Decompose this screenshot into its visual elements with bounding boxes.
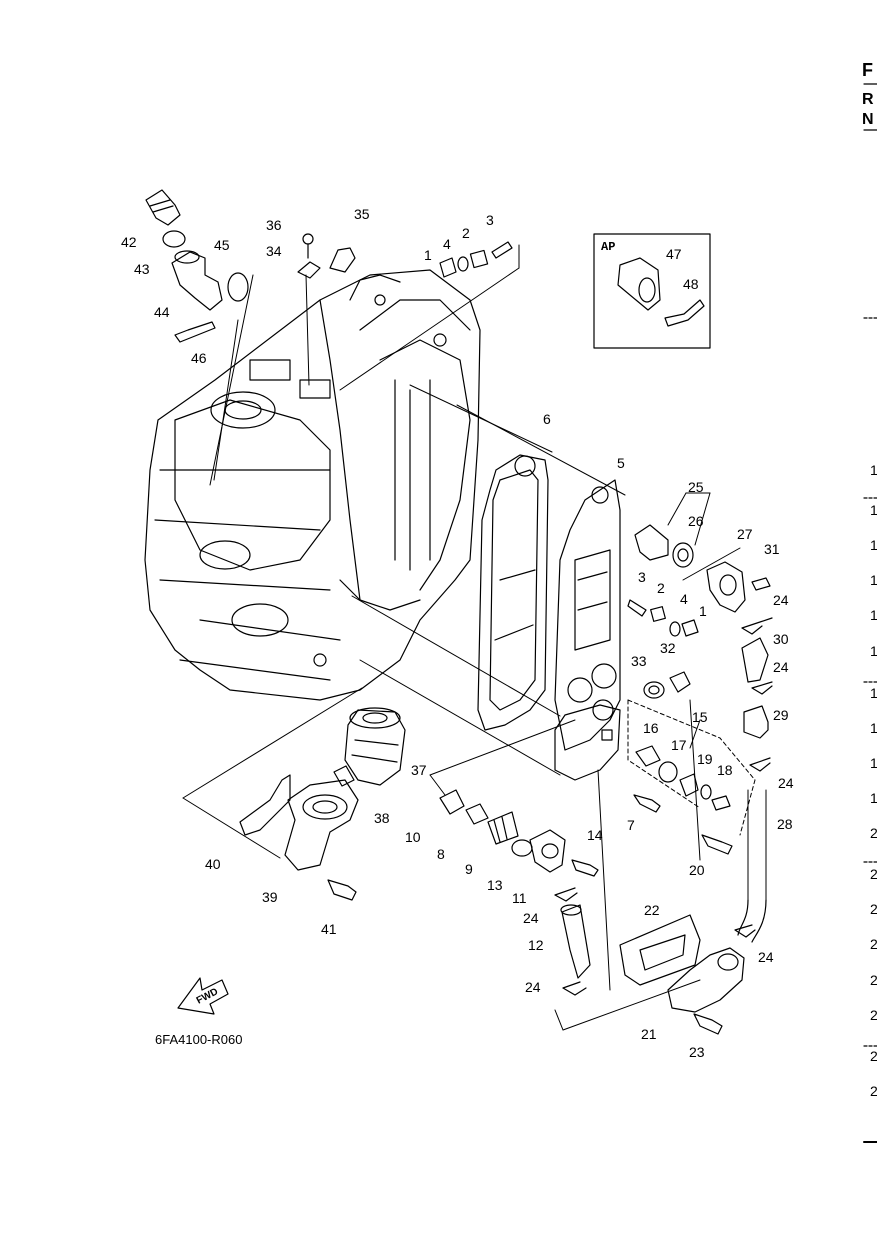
edge-header-letter: F (862, 60, 873, 80)
part-label: 14 (587, 827, 603, 843)
ap-inset-box (593, 233, 711, 349)
part-label: 48 (683, 276, 699, 292)
part-label: 13 (487, 877, 503, 893)
edge-row-number: 1 (870, 790, 877, 806)
part-label: 24 (773, 659, 789, 675)
part-label: 7 (627, 817, 635, 833)
part-label: 45 (214, 237, 230, 253)
part-label: 4 (680, 591, 688, 607)
edge-row-number: 2 (870, 1048, 877, 1064)
part-label: 36 (266, 217, 282, 233)
edge-row-number: 1 (870, 685, 877, 701)
edge-row-number: 1 (870, 502, 877, 518)
part-shapes (145, 189, 773, 1035)
diagram-code: 6FA4100-R060 (155, 1032, 243, 1047)
part-label: 44 (154, 304, 170, 320)
edge-header-letter: N (862, 111, 874, 128)
part-label: 24 (758, 949, 774, 965)
part-label: 11 (512, 890, 527, 906)
edge-row-number: 1 (870, 643, 877, 659)
part-label: 47 (666, 246, 682, 262)
part-label: 24 (773, 592, 789, 608)
part-label: 6 (543, 411, 551, 427)
part-label: 41 (321, 921, 337, 937)
part-label: 12 (528, 937, 544, 953)
edge-row-number: 2 (870, 1083, 877, 1099)
part-label: 33 (631, 653, 647, 669)
part-label: 4 (443, 236, 451, 252)
edge-row-number: 2 (870, 901, 877, 917)
cover-plate-5 (554, 479, 621, 751)
part-label: 26 (688, 513, 704, 529)
edge-row-number: 1 (870, 607, 877, 623)
part-label: 24 (523, 910, 539, 926)
part-label: 5 (617, 455, 625, 471)
part-label: 27 (737, 526, 753, 542)
edge-row-number: 1 (870, 537, 877, 553)
part-label: 2 (657, 580, 665, 596)
part-label: 1 (424, 247, 432, 263)
gasket-22 (619, 914, 701, 986)
part-label: 3 (486, 212, 494, 228)
part-label: 23 (689, 1044, 705, 1060)
part-label: 32 (660, 640, 676, 656)
fwd-arrow-icon (177, 977, 229, 1015)
part-label: 42 (121, 234, 137, 250)
part-label: 34 (266, 243, 282, 259)
edge-row-number: 2 (870, 825, 877, 841)
part-label: 2 (462, 225, 470, 241)
part-label: 37 (411, 762, 427, 778)
edge-row-number: 1 (870, 572, 877, 588)
part-label: 17 (671, 737, 687, 753)
edge-row-number: 1 (870, 755, 877, 771)
part-label: 38 (374, 810, 390, 826)
part-label: 40 (205, 856, 221, 872)
edge-row-number: 2 (870, 972, 877, 988)
edge-row-number: 1 (870, 462, 877, 478)
part-label: 35 (354, 206, 370, 222)
part-label: 3 (638, 569, 646, 585)
part-label: 24 (778, 775, 794, 791)
part-label: 19 (697, 751, 713, 767)
gasket-6 (477, 454, 549, 731)
part-label: 16 (643, 720, 659, 736)
part-label: 15 (692, 709, 708, 725)
edge-row-number: 2 (870, 866, 877, 882)
part-label: 24 (525, 979, 541, 995)
part-label: 20 (689, 862, 705, 878)
part-label: 29 (773, 707, 789, 723)
part-label: 30 (773, 631, 789, 647)
edge-rules (863, 83, 877, 1143)
part-label: 43 (134, 261, 150, 277)
part-label: 39 (262, 889, 278, 905)
leader-lines (182, 244, 767, 1031)
edge-header-letter: R (862, 91, 874, 108)
lower-plate (554, 699, 621, 781)
part-label: 1 (699, 603, 707, 619)
part-label: 18 (717, 762, 733, 778)
part-label: 10 (405, 829, 421, 845)
part-label: 21 (641, 1026, 657, 1042)
part-label: 9 (465, 861, 473, 877)
part-label: 8 (437, 846, 445, 862)
part-label: 28 (777, 816, 793, 832)
edge-row-number: 2 (870, 936, 877, 952)
edge-row-number: 2 (870, 1007, 877, 1023)
part-label: 25 (688, 479, 704, 495)
part-label: 22 (644, 902, 660, 918)
edge-row-number: 1 (870, 720, 877, 736)
cylinder-block (144, 269, 481, 701)
part-label: 31 (764, 541, 780, 557)
inset-label: AP (601, 240, 616, 254)
part-label: 46 (191, 350, 207, 366)
